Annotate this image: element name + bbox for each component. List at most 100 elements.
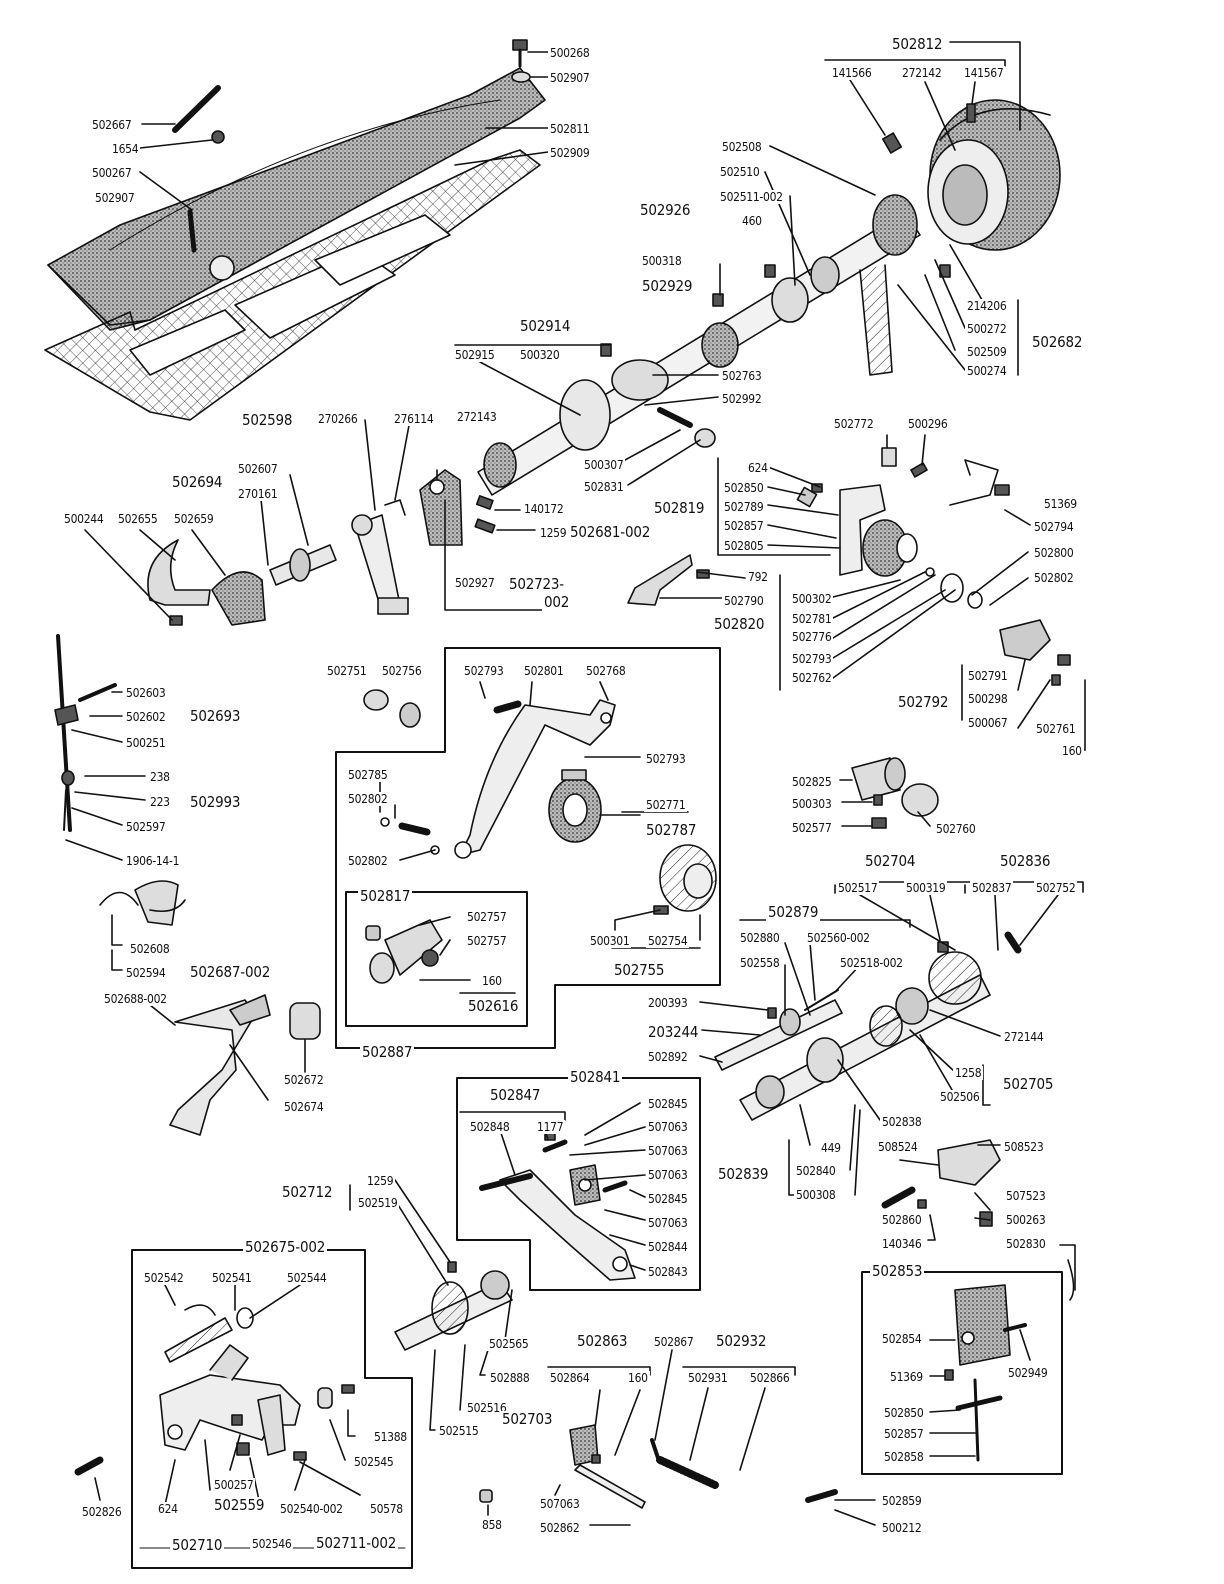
part-number-label: 1259 xyxy=(538,526,569,540)
part-number-label: 502858 xyxy=(882,1450,926,1464)
part-number-label: 502508 xyxy=(720,140,764,154)
part-number-label: 502949 xyxy=(1006,1366,1050,1380)
part-number-label: 502787 xyxy=(644,821,699,839)
part-number-label: 140346 xyxy=(880,1237,924,1251)
retaining-rings xyxy=(925,567,983,609)
part-number-label: 502687-002 xyxy=(188,963,273,981)
part-number-label: 500301 xyxy=(588,934,632,948)
part-number-label: 502801 xyxy=(522,664,566,678)
part-number-label: 51369 xyxy=(1042,497,1079,511)
part-number-label: 502790 xyxy=(722,594,766,608)
part-number-label: 1258 xyxy=(953,1066,984,1080)
part-number-label: 502515 xyxy=(437,1424,481,1438)
pin-502860-part xyxy=(881,1186,1075,1301)
part-number-label: 502682 xyxy=(1030,333,1085,351)
part-number-label: 502914 xyxy=(518,317,573,335)
part-number-label: 507063 xyxy=(538,1497,582,1511)
part-number-label: 502518-002 xyxy=(838,956,905,970)
part-number-label: 502763 xyxy=(720,369,764,383)
part-number-label: 502864 xyxy=(548,1371,592,1385)
part-number-label: 502831 xyxy=(582,480,626,494)
part-number-label: 502820 xyxy=(712,615,767,633)
part-number-label: 500319 xyxy=(904,881,948,895)
part-number-label: 502594 xyxy=(124,966,168,980)
part-number-label: 502616 xyxy=(466,997,521,1015)
part-number-label: 502839 xyxy=(716,1165,771,1183)
part-number-label: 270161 xyxy=(236,487,280,501)
part-number-label: 502791 xyxy=(966,669,1010,683)
part-number-label: 502762 xyxy=(790,671,834,685)
part-number-label: 502792 xyxy=(896,693,951,711)
part-number-label: 502710 xyxy=(170,1536,225,1554)
bottom-small-parts xyxy=(74,1456,838,1503)
part-number-label: 507523 xyxy=(1004,1189,1048,1203)
part-number-label: 500307 xyxy=(582,458,626,472)
part-number-label: 502546 xyxy=(250,1537,294,1551)
gear-part xyxy=(659,844,717,912)
part-number-label: 502756 xyxy=(380,664,424,678)
part-number-label: 507063 xyxy=(646,1168,690,1182)
part-number-label: 502802 xyxy=(346,792,390,806)
part-number-label: 502932 xyxy=(714,1332,769,1350)
crank-part xyxy=(419,469,463,546)
box-502675-frame xyxy=(131,1249,413,1569)
part-number-label: 502768 xyxy=(584,664,628,678)
bushing-small-part xyxy=(289,1002,321,1040)
part-number-label: 500244 xyxy=(62,512,106,526)
part-number-label: 500296 xyxy=(906,417,950,431)
part-number-label: 502751 xyxy=(325,664,369,678)
part-number-label: 502781 xyxy=(790,612,834,626)
part-number-label: 500298 xyxy=(966,692,1010,706)
part-number-label: 502915 xyxy=(453,348,497,362)
box-502841-frame xyxy=(456,1077,701,1291)
part-number-label: 449 xyxy=(819,1141,843,1155)
part-number-label: 214206 xyxy=(965,299,1009,313)
part-number-label: 51388 xyxy=(372,1430,409,1444)
part-number-label: 502754 xyxy=(646,934,690,948)
part-number-label: 502857 xyxy=(882,1427,926,1441)
pin-part xyxy=(380,700,669,915)
part-number-label: 203244 xyxy=(646,1023,701,1041)
part-number-label: 502559 xyxy=(212,1496,267,1514)
part-number-label: 502672 xyxy=(282,1073,326,1087)
part-number-label: 502859 xyxy=(880,1494,924,1508)
cover-gasket-part xyxy=(44,149,541,421)
part-number-label: 460 xyxy=(740,214,764,228)
part-number-label: 50578 xyxy=(368,1502,405,1516)
part-number-label: 502659 xyxy=(172,512,216,526)
part-number-label: 502541 xyxy=(210,1271,254,1285)
part-number-label: 502867 xyxy=(652,1335,696,1349)
small-screws-right xyxy=(696,447,1010,579)
part-number-label: 502879 xyxy=(766,903,821,921)
part-number-label: 1654 xyxy=(110,142,141,156)
part-number-label: 502681-002 xyxy=(568,523,653,541)
part-number-label: 502667 xyxy=(90,118,134,132)
part-number-label: 502688-002 xyxy=(102,992,169,1006)
part-number-label: 51369 xyxy=(888,1370,925,1384)
part-number-label: 502712 xyxy=(280,1183,335,1201)
part-number-label: 500251 xyxy=(124,736,168,750)
part-number-label: 502843 xyxy=(646,1265,690,1279)
part-number-label: 160 xyxy=(480,974,504,988)
part-number-label: 500067 xyxy=(966,716,1010,730)
part-number-label: 502519 xyxy=(356,1196,400,1210)
part-number-label: 502608 xyxy=(128,942,172,956)
part-number-label: 502752 xyxy=(1034,881,1078,895)
part-number-label: 502854 xyxy=(880,1332,924,1346)
part-number-label: 502853 xyxy=(870,1262,925,1280)
part-number-label: 502887 xyxy=(360,1043,415,1061)
part-number-label: 792 xyxy=(746,570,770,584)
part-number-label: 500303 xyxy=(790,797,834,811)
lower-shaft-part xyxy=(739,931,1022,1121)
part-number-label: 500320 xyxy=(518,348,562,362)
part-number-label: 502757 xyxy=(465,910,509,924)
part-number-label: 502812 xyxy=(890,35,945,53)
part-number-label: 223 xyxy=(148,795,172,809)
part-number-label: 502802 xyxy=(1032,571,1076,585)
part-number-label: 502819 xyxy=(652,499,707,517)
part-number-label: 502909 xyxy=(548,146,592,160)
part-number-label: 140172 xyxy=(522,502,566,516)
part-number-label: 160 xyxy=(626,1371,650,1385)
